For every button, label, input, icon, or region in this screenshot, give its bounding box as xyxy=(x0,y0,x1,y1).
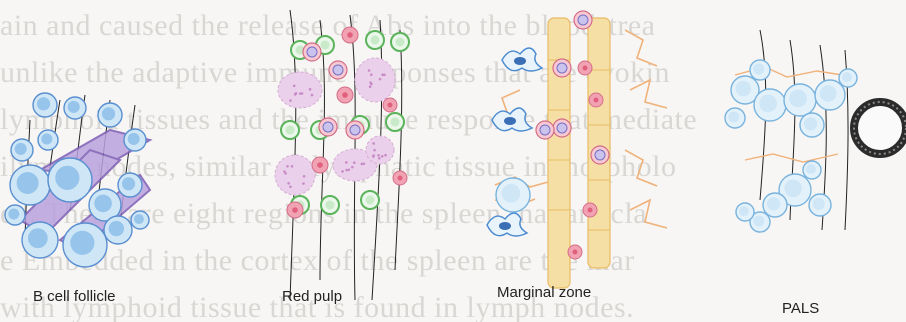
label-b-cell-follicle: B cell follicle xyxy=(33,288,116,305)
lymphocyte xyxy=(784,84,816,116)
lymphocyte xyxy=(763,193,787,217)
lymphocyte xyxy=(725,108,745,128)
erythrocyte xyxy=(337,87,353,103)
b-cell xyxy=(64,97,86,119)
green-cell xyxy=(321,196,339,214)
erythrocyte xyxy=(287,202,303,218)
b-cell xyxy=(38,130,58,150)
b-cell xyxy=(131,211,149,229)
dendritic-cell xyxy=(492,108,532,131)
b-cell xyxy=(104,216,132,244)
erythrocyte xyxy=(578,61,592,75)
lymphocyte xyxy=(815,80,845,110)
lymphocyte xyxy=(754,89,786,121)
erythrocyte xyxy=(568,245,582,259)
fiber-line xyxy=(320,20,324,280)
label-pals: PALS xyxy=(782,300,819,317)
lymphocyte xyxy=(750,60,770,80)
label-marginal-zone: Marginal zone xyxy=(497,284,591,301)
lymphocyte xyxy=(496,178,530,212)
b-cell xyxy=(10,165,50,205)
erythrocyte xyxy=(583,203,597,217)
green-cell xyxy=(361,191,379,209)
b-cell xyxy=(124,129,146,151)
erythrocyte xyxy=(312,157,328,173)
lymphocyte xyxy=(736,203,754,221)
b-cell xyxy=(22,222,58,258)
plasma-cell xyxy=(346,121,364,139)
b-cell xyxy=(98,103,122,127)
lymphocyte xyxy=(839,69,857,87)
macrophage xyxy=(278,72,322,108)
lymphocyte xyxy=(803,161,821,179)
red-pulp-panel xyxy=(275,10,409,300)
plasma-cell xyxy=(553,59,571,77)
plasma-cell xyxy=(319,118,337,136)
b-cell xyxy=(48,158,92,202)
pals-panel xyxy=(725,30,906,232)
green-cell xyxy=(366,31,384,49)
plasma-cell xyxy=(553,119,571,137)
green-cell xyxy=(386,113,404,131)
dendritic-cell xyxy=(502,48,542,71)
reticular-fiber xyxy=(745,154,838,162)
b-cell xyxy=(118,173,142,197)
macrophage xyxy=(366,136,394,164)
b-cell-follicle-panel xyxy=(5,93,150,267)
macrophage xyxy=(275,155,315,195)
marginal-zone-panel xyxy=(487,11,667,288)
green-cell xyxy=(281,121,299,139)
dendritic-cell xyxy=(487,213,527,236)
plasma-cell xyxy=(329,61,347,79)
lymphocyte xyxy=(800,113,824,137)
plasma-cell xyxy=(303,43,321,61)
erythrocyte xyxy=(589,93,603,107)
b-cell xyxy=(5,205,25,225)
sinus-wall xyxy=(548,18,570,288)
b-cell xyxy=(11,139,33,161)
green-cell xyxy=(391,33,409,51)
plasma-cell xyxy=(536,121,554,139)
erythrocyte xyxy=(342,27,358,43)
label-red-pulp: Red pulp xyxy=(282,288,342,305)
fiber-line xyxy=(395,30,402,270)
lymphocyte xyxy=(809,194,831,216)
macrophage xyxy=(355,58,395,102)
erythrocyte xyxy=(383,98,397,112)
b-cell xyxy=(33,93,57,117)
plasma-cell xyxy=(574,11,592,29)
b-cell xyxy=(63,223,107,267)
central-arteriole xyxy=(854,102,906,154)
erythrocyte xyxy=(393,171,407,185)
plasma-cell xyxy=(591,146,609,164)
